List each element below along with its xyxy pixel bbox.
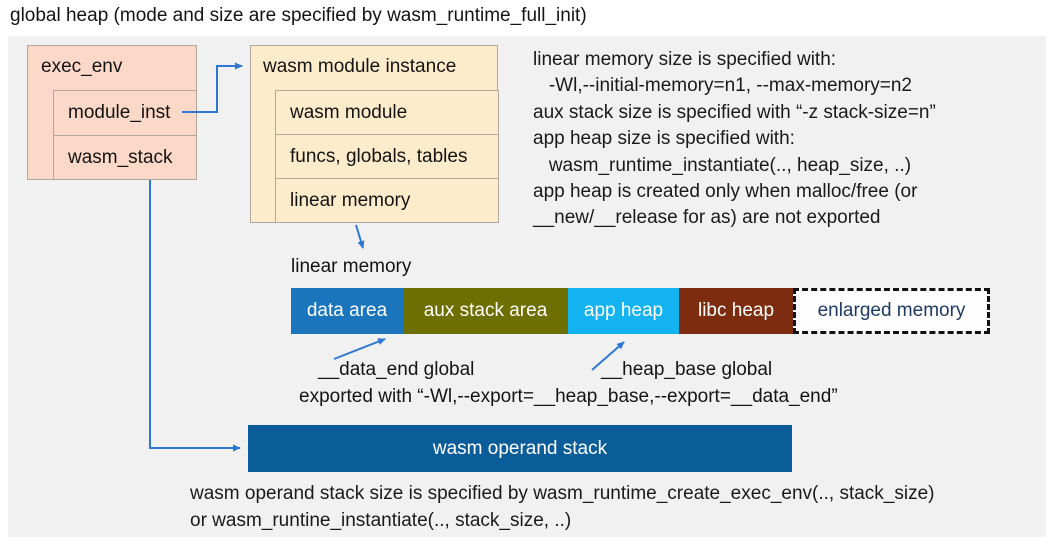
- note-line: app heap is created only when malloc/fre…: [533, 181, 918, 203]
- exec-env-row-wasm-stack: wasm_stack: [53, 135, 197, 180]
- linear-memory-row-label: linear memory: [290, 189, 411, 211]
- note-line: -Wl,--initial-memory=n1, --max-memory=n2: [533, 75, 912, 97]
- diagram-title: global heap (mode and size are specified…: [10, 5, 587, 26]
- note-line: wasm operand stack size is specified by …: [190, 483, 935, 504]
- data-end-global-label: __data_end global: [318, 359, 475, 380]
- note-line: __new/__release for as) are not exported: [533, 207, 881, 229]
- segment-libc-heap: libc heap: [679, 288, 793, 334]
- note-line: app heap size is specified with:: [533, 128, 795, 150]
- exec-env-row-module-inst: module_inst: [53, 90, 197, 136]
- segment-data-area: data area: [291, 288, 403, 334]
- note-line: aux stack size is specified with “-z sta…: [533, 101, 936, 123]
- module-instance-label: wasm module instance: [263, 56, 457, 77]
- linear-memory-bar: data area aux stack area app heap libc h…: [291, 288, 793, 334]
- module-instance-row-linear-memory: linear memory: [275, 178, 499, 223]
- linear-memory-title: linear memory: [291, 256, 412, 277]
- notes-right: linear memory size is specified with: -W…: [533, 47, 936, 232]
- heap-base-global-label: __heap_base global: [601, 359, 773, 380]
- module-inst-label: module_inst: [68, 102, 171, 123]
- notes-bottom: wasm operand stack size is specified by …: [190, 481, 935, 534]
- segment-app-heap: app heap: [568, 288, 679, 334]
- note-line: wasm_runtime_instantiate(.., heap_size, …: [533, 154, 912, 176]
- funcs-globals-tables-label: funcs, globals, tables: [290, 145, 468, 167]
- segment-enlarged-memory: enlarged memory: [793, 288, 990, 334]
- module-instance-row-funcs-globals-tables: funcs, globals, tables: [275, 134, 499, 179]
- wasm-operand-stack-bar: wasm operand stack: [248, 425, 792, 472]
- wasm-stack-label: wasm_stack: [68, 146, 173, 168]
- wasm-module-label: wasm module: [290, 101, 408, 123]
- note-line: linear memory size is specified with:: [533, 49, 837, 70]
- exported-with-label: exported with “-Wl,--export=__heap_base,…: [299, 386, 838, 407]
- module-instance-row-wasm-module: wasm module: [275, 90, 499, 135]
- exec-env-label: exec_env: [41, 56, 123, 77]
- note-line: or wasm_runtine_instantiate(.., stack_si…: [190, 509, 572, 531]
- segment-aux-stack-area: aux stack area: [403, 288, 568, 334]
